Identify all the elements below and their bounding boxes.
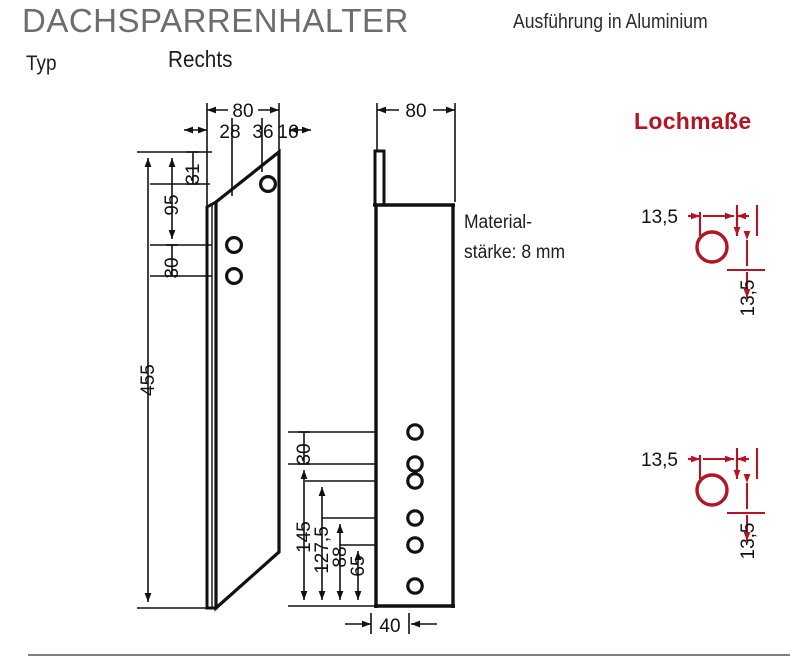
- side-hole: [406, 423, 424, 441]
- dim-40: 40: [379, 616, 400, 637]
- hole-spec-group-1-labels: 13,5 13,5: [641, 207, 759, 316]
- side-hole: [406, 509, 424, 527]
- dim-127-5: 127,5: [312, 526, 333, 574]
- page-title: DACHSPARRENHALTER: [22, 2, 409, 39]
- spec-hole: [695, 230, 729, 264]
- hole-spec-group-1: [688, 205, 765, 298]
- hole-spec-group-2-labels: 13,5 13,5: [641, 450, 759, 559]
- front-height-labels: 455 95 31 30: [138, 163, 204, 395]
- dim-30-side: 30: [294, 443, 315, 464]
- dim-28: 28: [219, 122, 240, 143]
- dim-36: 36: [252, 122, 273, 143]
- material-thickness-note: Material-stärke: 8 mm: [464, 212, 566, 263]
- side-width-dimension: [376, 103, 456, 202]
- type-label: Typ: [26, 52, 57, 75]
- page-subtitle: Ausführung in Aluminium: [513, 11, 708, 33]
- side-hole: [406, 577, 424, 595]
- dim-13-5-horizontal: 13,5: [641, 207, 678, 228]
- front-height-dimensions: [137, 151, 218, 609]
- dim-13-5-horizontal: 13,5: [641, 450, 678, 471]
- dim-30-front: 30: [162, 257, 183, 278]
- dim-13-5-vertical: 13,5: [738, 523, 759, 560]
- type-value: Rechts: [168, 46, 233, 72]
- dim-65: 65: [348, 555, 369, 576]
- side-height-dimensions: [288, 431, 378, 607]
- dim-80-front: 80: [232, 101, 253, 122]
- front-hole: [225, 267, 244, 286]
- dim-88: 88: [330, 546, 351, 567]
- side-hole: [406, 472, 424, 490]
- dim-13-5-vertical: 13,5: [738, 280, 759, 317]
- side-view-body: [373, 149, 455, 608]
- dim-80-side: 80: [405, 101, 426, 122]
- dim-16: 16: [277, 122, 298, 143]
- dim-455: 455: [138, 364, 159, 396]
- front-view-body: [205, 148, 281, 612]
- front-hole: [259, 175, 278, 194]
- hole-spec-title: Lochmaße: [634, 108, 752, 134]
- dim-145: 145: [294, 521, 315, 553]
- side-height-labels: 30 145 127,5 88 65: [294, 443, 369, 576]
- side-hole: [406, 536, 424, 554]
- spec-hole: [695, 473, 729, 507]
- front-hole: [225, 236, 244, 255]
- side-base-dimension: [345, 613, 437, 634]
- front-width-dimensions: [184, 103, 311, 206]
- dim-31: 31: [183, 163, 204, 184]
- hole-spec-group-2: [688, 448, 765, 541]
- front-width-labels: 80 28 36 16: [219, 101, 298, 143]
- side-hole: [406, 455, 424, 473]
- dim-95: 95: [162, 194, 183, 215]
